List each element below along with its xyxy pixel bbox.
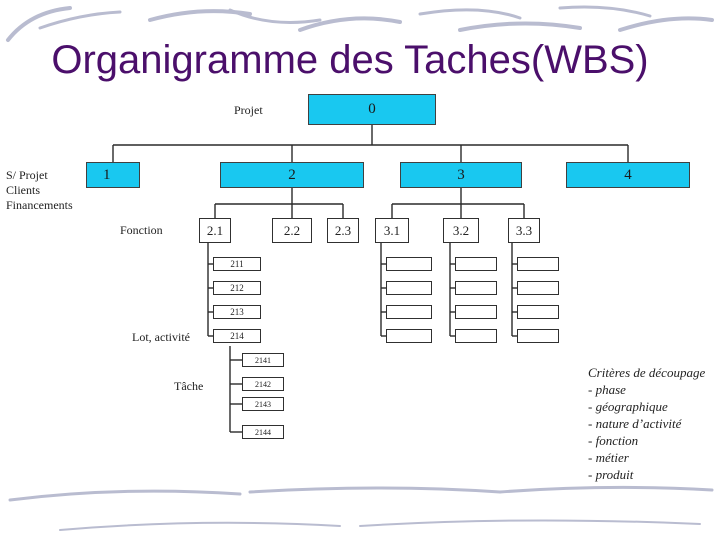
criteria-item: - phase xyxy=(588,382,626,397)
wbs-node-211: 211 xyxy=(213,257,261,271)
label-tache: Tâche xyxy=(174,379,204,393)
label-fonction: Fonction xyxy=(120,223,163,237)
criteria-item: - produit xyxy=(588,467,634,482)
wbs-node-2-3: 2.3 xyxy=(327,218,359,243)
wbs-node-1: 1 xyxy=(86,162,140,188)
wbs-node-214: 214 xyxy=(213,329,261,343)
wbs-subtask-box xyxy=(517,281,559,295)
wbs-node-2141: 2141 xyxy=(242,353,284,367)
wbs-node-3: 3 xyxy=(400,162,522,188)
wbs-node-2-1: 2.1 xyxy=(199,218,231,243)
criteria-item: - géographique xyxy=(588,399,668,414)
label-projet: Projet xyxy=(234,103,263,117)
wbs-node-root: 0 xyxy=(308,94,436,125)
label-lot-activite: Lot, activité xyxy=(132,330,190,344)
criteria-item: - métier xyxy=(588,450,629,465)
wbs-node-3-3: 3.3 xyxy=(508,218,540,243)
wbs-node-4: 4 xyxy=(566,162,690,188)
criteria-heading: Critères de découpage xyxy=(588,365,706,380)
criteria-item: - fonction xyxy=(588,433,639,448)
wbs-node-213: 213 xyxy=(213,305,261,319)
wbs-subtask-box xyxy=(386,257,432,271)
label-financements-line: Financements xyxy=(6,198,73,212)
wbs-subtask-box xyxy=(455,257,497,271)
wbs-subtask-box xyxy=(455,329,497,343)
criteria-item: - nature d’activité xyxy=(588,416,682,431)
wbs-subtask-box xyxy=(455,305,497,319)
wbs-subtask-box xyxy=(517,305,559,319)
page-title: Organigramme des Taches(WBS) xyxy=(51,38,649,82)
wbs-node-2: 2 xyxy=(220,162,364,188)
criteria-list: Critères de découpage - phase - géograph… xyxy=(588,364,705,483)
wbs-node-3-2: 3.2 xyxy=(443,218,479,243)
label-sous-projet: S/ Projet Clients Financements xyxy=(6,168,73,213)
wbs-node-2142: 2142 xyxy=(242,377,284,391)
wbs-subtask-box xyxy=(386,329,432,343)
wbs-subtask-box xyxy=(386,281,432,295)
wbs-subtask-box xyxy=(455,281,497,295)
wbs-node-2144: 2144 xyxy=(242,425,284,439)
wbs-node-212: 212 xyxy=(213,281,261,295)
wbs-node-2143: 2143 xyxy=(242,397,284,411)
label-clients-line: Clients xyxy=(6,183,41,197)
wbs-subtask-box xyxy=(517,329,559,343)
wbs-node-3-1: 3.1 xyxy=(375,218,409,243)
wbs-subtask-box xyxy=(386,305,432,319)
wbs-subtask-box xyxy=(517,257,559,271)
wbs-node-2-2: 2.2 xyxy=(272,218,312,243)
label-sous-projet-line: S/ Projet xyxy=(6,168,48,182)
